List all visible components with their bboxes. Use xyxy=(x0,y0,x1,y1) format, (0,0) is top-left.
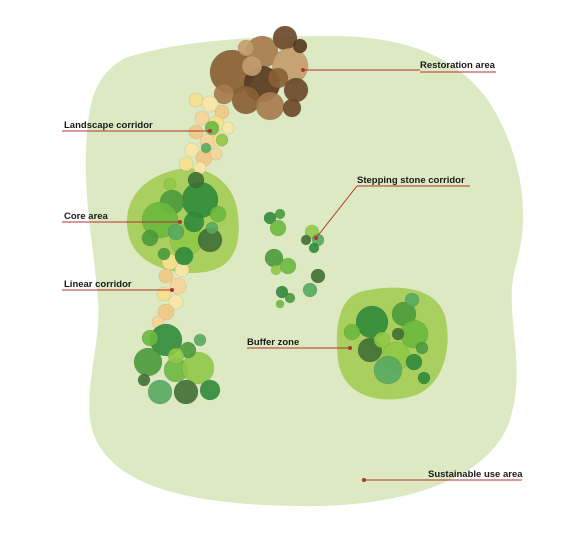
lower-core-circle xyxy=(181,351,215,385)
stepping-stone-circle xyxy=(302,282,318,298)
leader-dot xyxy=(314,236,318,240)
lower-core-circle xyxy=(199,379,221,401)
linear-corridor-circle xyxy=(168,294,184,310)
lower-core-area-circles xyxy=(133,323,221,405)
sustainable-use-area xyxy=(85,36,524,507)
buffer-circle xyxy=(415,341,429,355)
buffer-circle xyxy=(355,305,389,339)
stepping-stone-circle xyxy=(310,268,326,284)
label-restoration-text: Restoration area xyxy=(420,60,496,71)
restoration-circle xyxy=(282,98,302,118)
lower-core-circle xyxy=(167,347,185,365)
label-landscape-corridor-text: Landscape corridor xyxy=(64,120,153,131)
lower-core-circle xyxy=(147,379,173,405)
corridor-circle xyxy=(201,95,219,113)
leader-dot xyxy=(178,220,182,224)
buffer-circle xyxy=(343,323,361,341)
label-buffer-text: Buffer zone xyxy=(247,337,299,348)
corridor-green-circle xyxy=(215,133,229,147)
restoration-circle xyxy=(267,67,289,89)
lower-core-circle xyxy=(133,347,163,377)
stepping-stone-circles xyxy=(263,208,326,309)
label-buffer: Buffer zone xyxy=(247,337,352,350)
stepping-stone-circle xyxy=(270,264,282,276)
restoration-circle xyxy=(255,91,285,121)
stepping-stone-circle xyxy=(274,208,286,220)
corridor-green-circle xyxy=(204,120,220,136)
stepping-stone-circle xyxy=(275,299,285,309)
restoration-circle xyxy=(237,39,255,57)
stepping-stone-circle xyxy=(269,219,287,237)
lower-core-circle xyxy=(173,379,199,405)
label-linear-corridor-text: Linear corridor xyxy=(64,279,132,290)
label-core: Core area xyxy=(62,211,182,224)
core-circle xyxy=(163,177,177,191)
corridor-circle xyxy=(194,110,210,126)
label-core-text: Core area xyxy=(64,211,109,222)
lower-core-circle xyxy=(137,373,151,387)
lower-core-circle xyxy=(141,329,159,347)
restoration-circle xyxy=(231,85,261,115)
core-circle xyxy=(183,211,205,233)
label-linear-corridor: Linear corridor xyxy=(62,279,174,292)
core-circle xyxy=(209,205,227,223)
stepping-stone-circle xyxy=(275,285,289,299)
buffer-circle xyxy=(373,355,403,385)
label-restoration: Restoration area xyxy=(301,60,496,73)
core-circle xyxy=(141,229,159,247)
lower-core-circle xyxy=(193,333,207,347)
linear-corridor-circle xyxy=(174,262,190,278)
label-sustainable-use: Sustainable use area xyxy=(362,469,523,482)
buffer-zone-circles xyxy=(343,292,431,385)
leader-dot xyxy=(170,288,174,292)
leader-line xyxy=(315,185,358,239)
core-circle xyxy=(157,247,171,261)
corridor-green-circle xyxy=(200,142,212,154)
corridor-circle xyxy=(209,147,223,161)
core-circle xyxy=(187,171,205,189)
leader-dot xyxy=(301,68,305,72)
linear-corridor-circle xyxy=(156,286,172,302)
linear-corridor-circle xyxy=(158,268,174,284)
buffer-circle xyxy=(391,327,405,341)
stepping-stone-circle xyxy=(279,257,297,275)
restoration-circle xyxy=(292,38,308,54)
label-landscape-corridor: Landscape corridor xyxy=(62,120,212,133)
core-circle xyxy=(167,223,185,241)
core-circle xyxy=(205,221,219,235)
stepping-stone-circle xyxy=(300,234,312,246)
restoration-circle xyxy=(241,55,263,77)
label-stepping-stone-text: Stepping stone corridor xyxy=(357,175,465,186)
restoration-area-circles xyxy=(209,25,309,121)
leader-dot xyxy=(348,346,352,350)
corridor-circle xyxy=(184,142,200,158)
corridor-circle xyxy=(178,156,194,172)
linear-corridor-circle xyxy=(157,303,175,321)
core-circle xyxy=(174,246,194,266)
buffer-circle xyxy=(373,331,391,349)
corridor-circle xyxy=(188,92,204,108)
stepping-stone-circle xyxy=(284,292,296,304)
corridor-circle xyxy=(188,124,204,140)
core-area-circles xyxy=(141,171,227,266)
corridor-circle xyxy=(221,121,235,135)
label-sustainable-use-text: Sustainable use area xyxy=(428,469,523,480)
leader-dot xyxy=(208,129,212,133)
buffer-circle xyxy=(417,371,431,385)
stepping-stone-circle xyxy=(308,242,320,254)
stepping-stone-circle xyxy=(263,211,277,225)
buffer-circle xyxy=(405,353,423,371)
buffer-circle xyxy=(404,292,420,308)
label-stepping-stone: Stepping stone corridor xyxy=(314,175,470,240)
leader-dot xyxy=(362,478,366,482)
restoration-circle xyxy=(213,83,235,105)
landscape-corridor-circles xyxy=(178,92,235,175)
